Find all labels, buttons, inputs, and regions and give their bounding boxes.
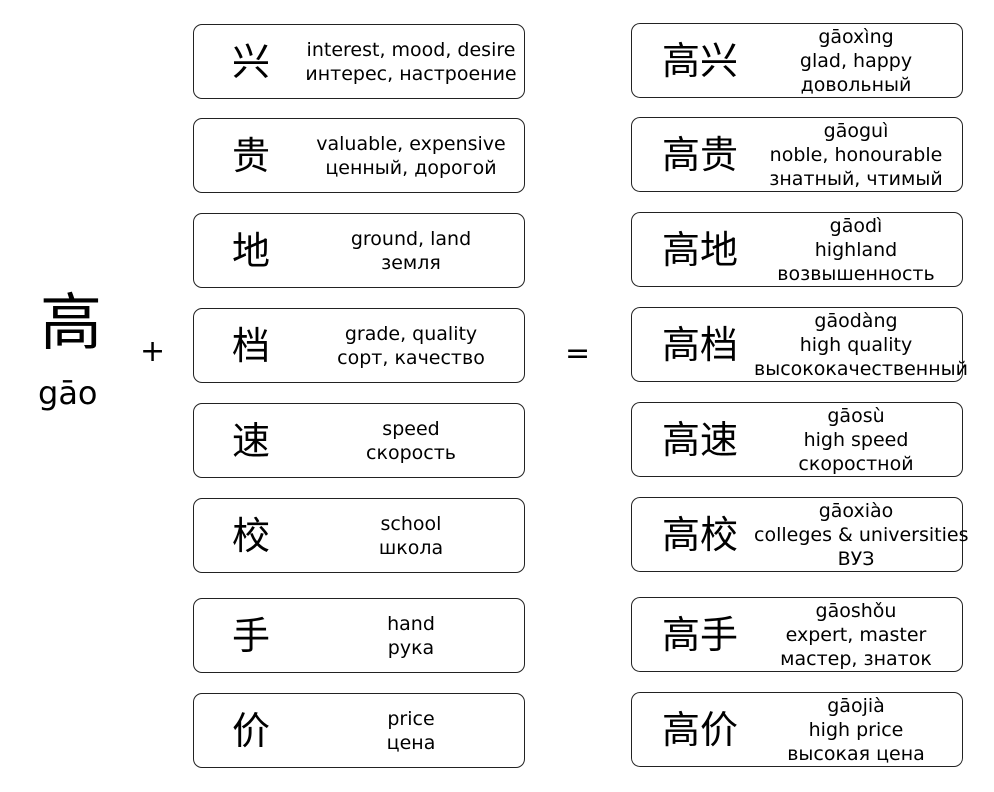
meaning-en: colleges & universities <box>754 523 969 546</box>
word-meaning: gāoxiào colleges & universities ВУЗ <box>754 499 969 571</box>
meaning-ru: сорт, качество <box>337 346 485 369</box>
word-pinyin: gāoxìng <box>818 25 894 48</box>
component-char: 兴 <box>232 39 271 84</box>
word-meaning: gāojià high price высокая цена <box>754 694 958 766</box>
meaning-en: highland <box>814 238 898 261</box>
meaning-ru: ценный, дорогой <box>325 156 497 179</box>
word-chars: 高贵 <box>662 132 739 177</box>
word-card: 高手 gāoshǒu expert, master мастер, знаток <box>631 597 963 672</box>
word-chars: 高档 <box>662 322 739 367</box>
component-card: 贵 valuable, expensive ценный, дорогой <box>193 118 525 193</box>
meaning-ru: школа <box>378 536 444 559</box>
word-card: 高地 gāodì highland возвышенность <box>631 212 963 287</box>
word-card: 高价 gāojià high price высокая цена <box>631 692 963 767</box>
meaning-en: school <box>380 512 442 535</box>
meaning-en: glad, happy <box>799 49 913 72</box>
meaning-en: high quality <box>799 333 913 356</box>
word-card: 高校 gāoxiào colleges & universities ВУЗ <box>631 497 969 572</box>
meaning-en: hand <box>387 612 435 635</box>
word-meaning: gāosù high speed скоростной <box>754 404 958 476</box>
plus-sign: + <box>140 334 166 369</box>
component-char: 校 <box>232 513 271 558</box>
meaning-ru: знатный, чтимый <box>769 167 943 190</box>
component-card: 兴 interest, mood, desire интерес, настро… <box>193 24 525 99</box>
component-meaning: school школа <box>304 512 518 560</box>
word-meaning: gāoxìng glad, happy довольный <box>754 25 958 97</box>
word-pinyin: gāoguì <box>823 119 889 142</box>
meaning-ru: возвышенность <box>777 262 935 285</box>
meaning-ru: интерес, настроение <box>305 62 517 85</box>
word-pinyin: gāodì <box>829 214 883 237</box>
meaning-ru: высококачественный <box>754 357 969 380</box>
meaning-ru: земля <box>381 251 441 274</box>
word-chars: 高校 <box>662 512 739 557</box>
meaning-en: speed <box>382 417 440 440</box>
meaning-en: valuable, expensive <box>316 132 506 155</box>
word-card: 高兴 gāoxìng glad, happy довольный <box>631 23 963 98</box>
component-meaning: valuable, expensive ценный, дорогой <box>304 132 518 180</box>
root-pinyin: gāo <box>38 374 98 412</box>
word-meaning: gāodì highland возвышенность <box>754 214 958 286</box>
meaning-en: high price <box>808 718 904 741</box>
component-card: 速 speed скорость <box>193 403 525 478</box>
meaning-en: grade, quality <box>344 322 478 345</box>
meaning-ru: высокая цена <box>787 742 925 765</box>
word-meaning: gāoguì noble, honourable знатный, чтимый <box>754 119 958 191</box>
component-char: 手 <box>232 613 271 658</box>
meaning-ru: цена <box>386 731 436 754</box>
word-chars: 高地 <box>662 227 739 272</box>
meaning-ru: довольный <box>800 73 912 96</box>
component-char: 档 <box>232 323 271 368</box>
word-chars: 高速 <box>662 417 739 462</box>
meaning-en: ground, land <box>350 227 472 250</box>
component-card: 地 ground, land земля <box>193 213 525 288</box>
word-meaning: gāoshǒu expert, master мастер, знаток <box>754 599 958 671</box>
word-card: 高档 gāodàng high quality высококачественн… <box>631 307 969 382</box>
meaning-ru: скорость <box>366 441 456 464</box>
word-chars: 高兴 <box>662 38 739 83</box>
word-pinyin: gāoshǒu <box>815 599 897 622</box>
word-meaning: gāodàng high quality высококачественный <box>754 309 969 381</box>
meaning-ru: ВУЗ <box>837 547 875 570</box>
meaning-en: noble, honourable <box>769 143 943 166</box>
word-pinyin: gāoxiào <box>818 499 894 522</box>
component-char: 速 <box>232 418 271 463</box>
meaning-en: high speed <box>803 428 909 451</box>
component-meaning: ground, land земля <box>304 227 518 275</box>
word-chars: 高手 <box>662 612 739 657</box>
component-meaning: grade, quality сорт, качество <box>304 322 518 370</box>
word-card: 高速 gāosù high speed скоростной <box>631 402 963 477</box>
component-meaning: speed скорость <box>304 417 518 465</box>
meaning-en: price <box>387 707 435 730</box>
meaning-ru: мастер, знаток <box>780 647 932 670</box>
word-pinyin: gāosù <box>827 404 885 427</box>
meaning-ru: скоростной <box>798 452 914 475</box>
component-meaning: interest, mood, desire интерес, настроен… <box>304 38 518 86</box>
component-card: 价 price цена <box>193 693 525 768</box>
component-char: 地 <box>232 228 271 273</box>
word-card: 高贵 gāoguì noble, honourable знатный, чти… <box>631 117 963 192</box>
word-pinyin: gāojià <box>827 694 885 717</box>
component-meaning: hand рука <box>304 612 518 660</box>
component-card: 档 grade, quality сорт, качество <box>193 308 525 383</box>
meaning-en: expert, master <box>785 623 927 646</box>
meaning-en: interest, mood, desire <box>306 38 516 61</box>
word-chars: 高价 <box>662 707 739 752</box>
component-char: 价 <box>232 708 271 753</box>
word-pinyin: gāodàng <box>814 309 898 332</box>
meaning-ru: рука <box>387 636 435 659</box>
component-card: 手 hand рука <box>193 598 525 673</box>
component-char: 贵 <box>232 133 271 178</box>
root-character: 高 <box>40 286 103 359</box>
equals-sign: = <box>565 336 591 371</box>
component-card: 校 school школа <box>193 498 525 573</box>
component-meaning: price цена <box>304 707 518 755</box>
